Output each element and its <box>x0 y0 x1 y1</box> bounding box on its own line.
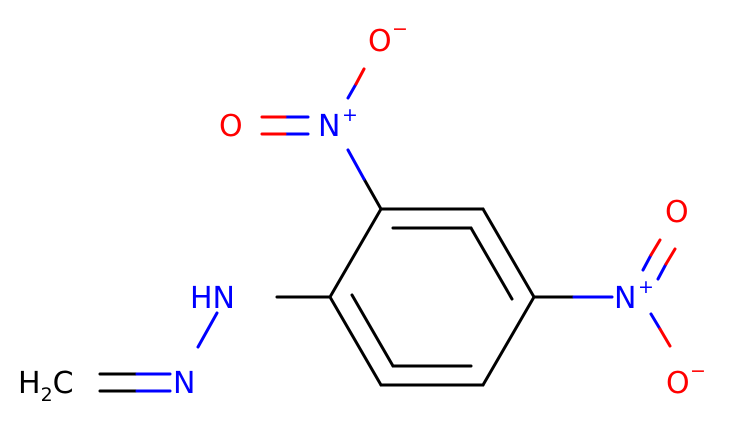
bond-n-o-double-right-a-o <box>649 238 662 257</box>
ch2-label: H2C <box>18 366 74 406</box>
nitro-right-o-single-charge: − <box>690 360 706 382</box>
nitro-group-right: N + O O − <box>532 195 706 401</box>
ring-bond-c3-c4 <box>481 207 536 299</box>
ring-bond-c4-c5 <box>481 295 536 387</box>
bond-n-o-double-right-b-o <box>664 247 677 266</box>
ring-bond-c3-c4-inner <box>469 226 514 301</box>
nitro-top-o-single-charge: − <box>392 18 408 40</box>
ch2-c: C <box>53 366 74 401</box>
bond-n-o-double-right-a-n <box>641 253 653 272</box>
nitro-right-n-label: N <box>614 281 636 316</box>
bond-n-o-single-top-o <box>354 67 366 86</box>
ch2-h: H <box>18 366 41 401</box>
ch2-subscript: 2 <box>41 384 53 406</box>
nitro-right-o-single-label: O <box>666 366 690 401</box>
bond-n-o-double-right-b-n <box>656 262 668 281</box>
ring-bond-c6-c1-inner <box>350 293 395 368</box>
imine-n-label: N <box>173 366 195 401</box>
nh-label: HN <box>190 281 235 316</box>
nitro-top-o-double-label: O <box>219 109 243 144</box>
ring-bond-c6-c1 <box>328 295 383 387</box>
bond-c2-nitro-carbon <box>362 177 383 211</box>
nitro-top-o-single-label: O <box>368 24 392 59</box>
nitro-group-top: N + O O − <box>219 18 408 211</box>
nitro-right-o-double-label: O <box>665 195 689 230</box>
nitro-top-n-charge: + <box>342 104 358 126</box>
bond-c2-nitro-nitrogen <box>346 148 366 181</box>
bond-n-o-single-right-n <box>649 312 662 331</box>
bond-n-o-single-top-n <box>346 82 358 100</box>
nitro-top-n-label: N <box>318 109 340 144</box>
bond-nh-n <box>196 311 219 349</box>
nitro-right-n-charge: + <box>638 276 654 298</box>
ring-bond-c1-c2 <box>328 207 383 299</box>
hydrazone-chain: HN N H2C <box>18 281 332 406</box>
bond-n-o-single-right-o <box>658 327 672 348</box>
benzene-ring <box>328 207 536 387</box>
